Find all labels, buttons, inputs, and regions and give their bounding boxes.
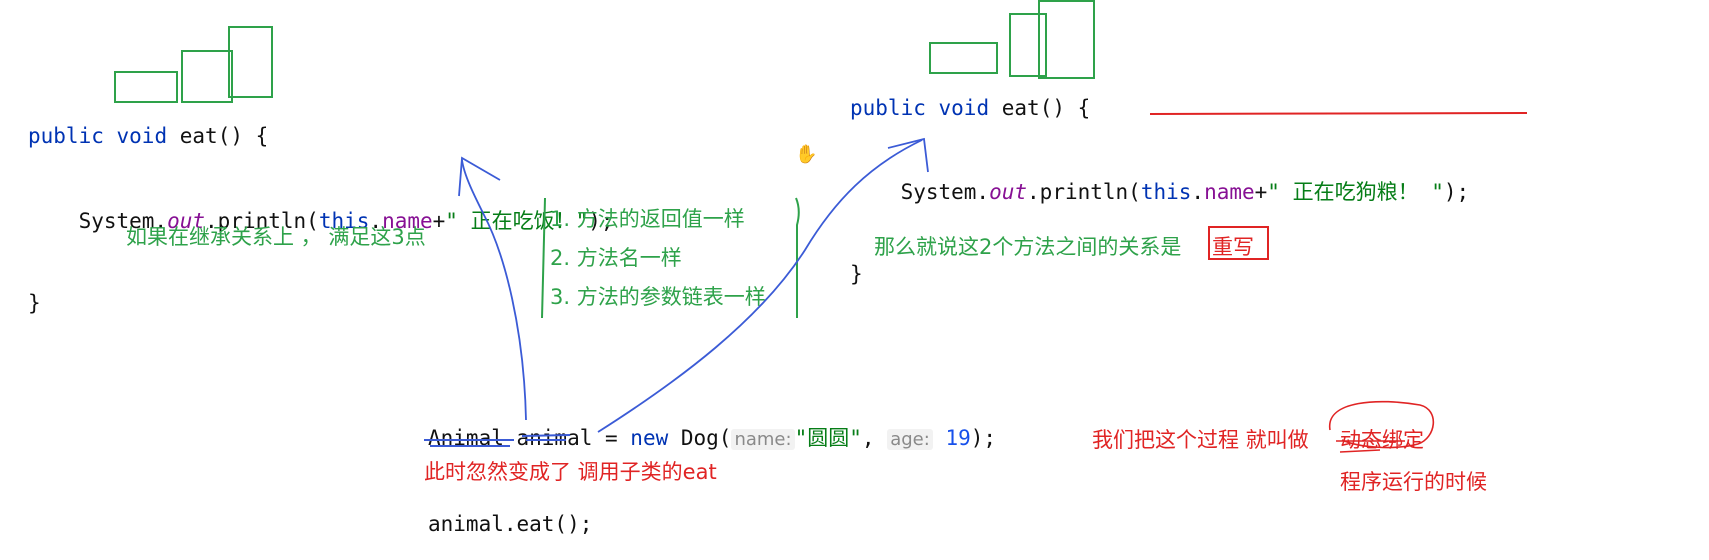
- conclusion-note: 那么就说这2个方法之间的关系是: [874, 235, 1182, 259]
- closing-brace: }: [850, 262, 863, 286]
- age-argument: 19: [945, 426, 971, 450]
- override-highlight: [1208, 226, 1269, 260]
- signature-rest: () {: [1039, 96, 1091, 120]
- parameter-hint-age: age:: [887, 429, 933, 450]
- override-label: 重写: [1212, 235, 1254, 259]
- child-parens-highlight: [1038, 0, 1095, 79]
- signature-rest: () {: [217, 124, 269, 148]
- method-name: eat: [1001, 96, 1040, 120]
- dog-constructor: Dog(: [668, 426, 732, 450]
- runtime-note: 程序运行的时候: [1340, 470, 1487, 494]
- system-class: System.: [78, 209, 168, 233]
- statement-end: );: [1443, 180, 1470, 204]
- public-keyword: public: [28, 124, 104, 148]
- out-field: out: [167, 209, 206, 233]
- new-keyword: new: [630, 426, 669, 450]
- println-call: .println(: [1027, 180, 1141, 204]
- comma: ,: [861, 426, 875, 450]
- hand-cursor-icon: ✋: [795, 144, 818, 165]
- animal-declaration: Animal animal = new Dog(name:"圆圆", age: …: [428, 426, 996, 452]
- eat-call: animal.eat();: [428, 512, 593, 536]
- parent-eat-highlight: [181, 50, 233, 103]
- dot: .: [369, 209, 383, 233]
- void-keyword: void: [116, 124, 168, 148]
- statement-end: );: [970, 426, 997, 450]
- public-keyword: public: [850, 96, 926, 120]
- name-argument: "圆圆": [794, 426, 862, 450]
- rule-method-name: 2. 方法名一样: [550, 246, 682, 270]
- rule-parameter-list: 3. 方法的参数链表一样: [550, 285, 766, 309]
- plus-operator: +: [1254, 180, 1268, 204]
- parent-method-code: public void eat() { System.out.println(t…: [28, 76, 614, 339]
- name-field: name: [382, 209, 433, 233]
- call-effect-note: 此时忽然变成了 调用子类的eat: [424, 460, 717, 484]
- parameter-hint-name: name:: [731, 429, 795, 450]
- name-field: name: [1204, 180, 1255, 204]
- dynamic-binding-label: 动态绑定: [1340, 428, 1424, 452]
- child-method-code: public void eat() { System.out.println(t…: [850, 48, 1469, 310]
- child-method-body: System.out.println(this.name+" 正在吃狗粮！ ")…: [850, 180, 1470, 204]
- rule-return-type: 1. 方法的返回值一样: [550, 207, 745, 231]
- parent-parens-highlight: [228, 26, 273, 98]
- declaration: Animal animal =: [428, 426, 631, 450]
- process-note: 我们把这个过程 就叫做: [1092, 428, 1309, 452]
- condition-note: 如果在继承关系上 ， 满足这3点: [126, 225, 426, 249]
- plus-operator: +: [432, 209, 446, 233]
- this-keyword: this: [1140, 180, 1192, 204]
- closing-brace: }: [28, 291, 41, 315]
- println-call: .println(: [205, 209, 319, 233]
- parent-void-highlight: [114, 71, 178, 103]
- system-class: System.: [900, 180, 990, 204]
- child-void-highlight: [929, 42, 998, 74]
- dot: .: [1191, 180, 1205, 204]
- method-name: eat: [179, 124, 218, 148]
- parent-method-signature: public void eat() {: [28, 124, 614, 148]
- out-field: out: [989, 180, 1028, 204]
- child-method-signature: public void eat() {: [850, 96, 1469, 120]
- string-literal: " 正在吃狗粮！ ": [1267, 180, 1444, 204]
- this-keyword: this: [318, 209, 370, 233]
- rule-bracket-right: [795, 197, 800, 318]
- child-eat-highlight: [1009, 13, 1047, 77]
- void-keyword: void: [938, 96, 990, 120]
